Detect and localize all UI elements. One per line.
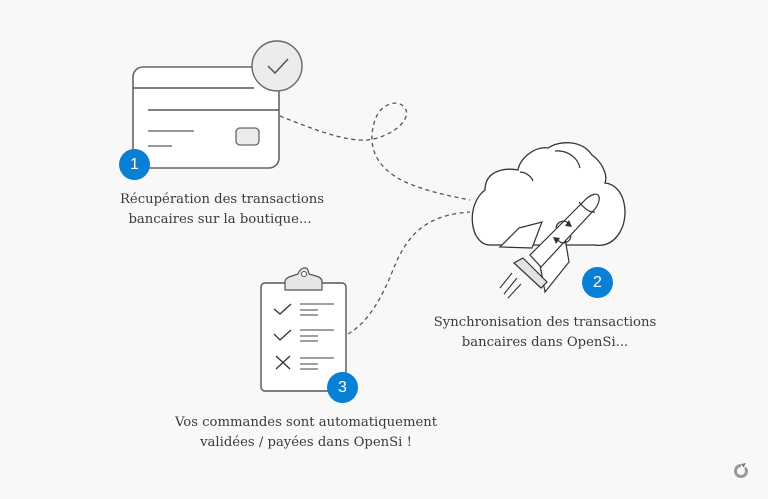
step-2-caption-line-1: Synchronisation des transactions — [433, 315, 657, 330]
step-1-badge: 1 — [119, 149, 150, 180]
step-1-caption: Récupération des transactions bancaires … — [120, 190, 325, 230]
step-3-caption: Vos commandes sont automatiquement valid… — [168, 413, 444, 453]
credit-card-check-icon — [132, 40, 303, 169]
step-3-badge: 3 — [327, 372, 358, 403]
step-2-caption: Synchronisation des transactions bancair… — [425, 313, 665, 353]
step-3-caption-line-2: validées / payées dans OpenSi ! — [200, 435, 412, 450]
connector-3-to-2 — [347, 211, 471, 335]
step-1-caption-line-1: Récupération des transactions — [120, 192, 325, 207]
dashed-connectors — [279, 102, 471, 335]
connector-1-to-2 — [279, 102, 471, 201]
step-3-caption-line-1: Vos commandes sont automatiquement — [174, 415, 438, 430]
step-1-caption-line-2: bancaires sur la boutique... — [128, 212, 312, 227]
step-2-caption-line-2: bancaires dans OpenSi... — [461, 335, 629, 350]
step-2-badge: 2 — [582, 267, 613, 298]
cloud-rocket-sync-icon — [471, 142, 626, 299]
opensi-logo-icon — [734, 463, 748, 478]
clipboard-checklist-icon — [260, 267, 347, 392]
